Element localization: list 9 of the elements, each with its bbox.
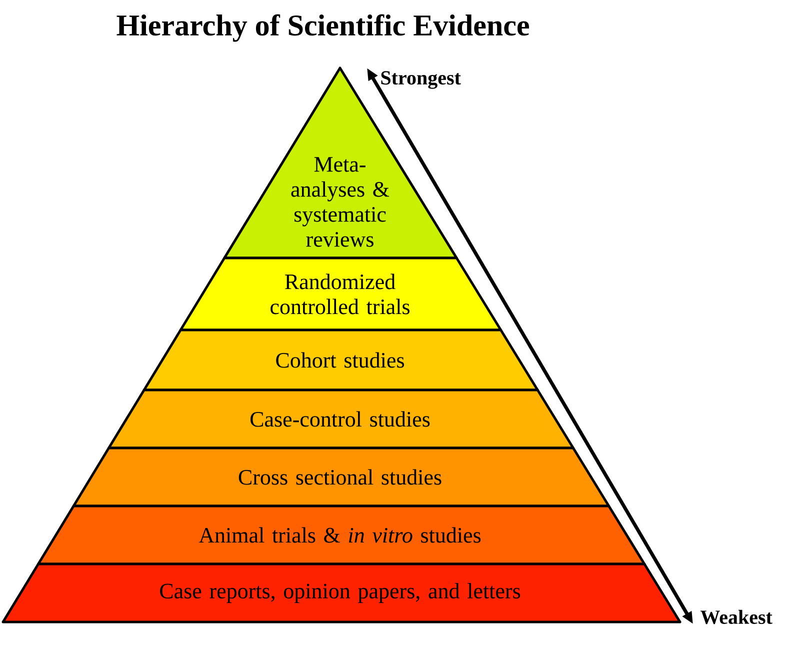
pyramid-band: Case reports, opinion papers, and letters (2, 562, 682, 624)
pyramid-band: Case-control studies (108, 388, 574, 450)
direction-label: Weakest (700, 610, 772, 624)
title: Hierarchy of Scientific Evidence (116, 14, 530, 42)
direction-label: Strongest (381, 71, 461, 89)
pyramid-band: Cross sectional studies (72, 446, 610, 508)
pyramid-band: Cohort studies (142, 328, 539, 392)
pyramid-band: Randomized controlled trials (179, 256, 502, 332)
pyramid-band: Animal trials & in vitro studies (37, 504, 646, 566)
